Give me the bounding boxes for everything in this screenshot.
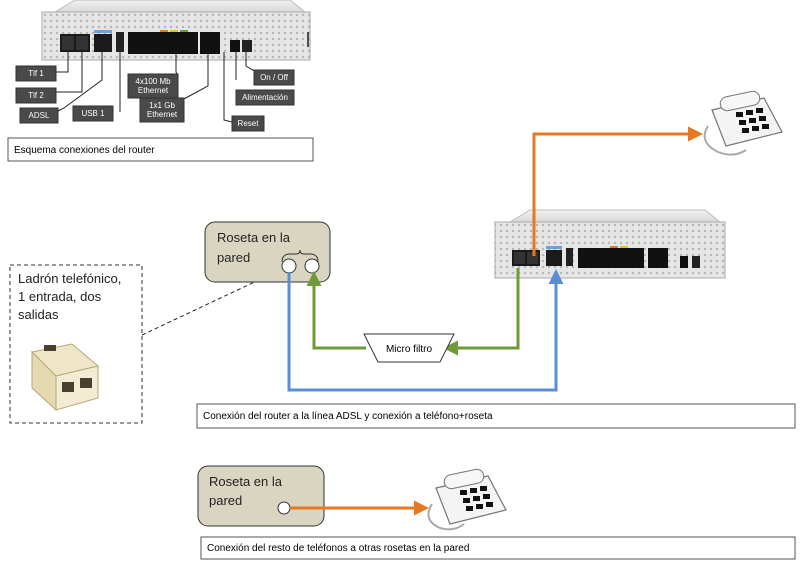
other-phones-caption: Conexión del resto de teléfonos a otras … bbox=[200, 536, 796, 560]
usb-port bbox=[116, 32, 124, 52]
svg-text:Roseta en la: Roseta en la bbox=[217, 230, 291, 245]
wall-socket-other: Roseta en la pared bbox=[197, 465, 325, 527]
phone-cable bbox=[532, 126, 703, 256]
filter-cable-to-socket bbox=[306, 271, 366, 350]
svg-text:pared: pared bbox=[217, 250, 250, 265]
svg-text:Tlf 1: Tlf 1 bbox=[28, 69, 44, 78]
svg-text:On / Off: On / Off bbox=[260, 73, 289, 82]
power-switch bbox=[242, 40, 252, 52]
label-reset: Reset bbox=[231, 115, 265, 132]
svg-text:salidas: salidas bbox=[18, 307, 59, 322]
label-tlf2: Tlf 2 bbox=[15, 87, 57, 104]
router-leader-lines bbox=[46, 52, 257, 123]
label-usb1: USB 1 bbox=[72, 105, 114, 122]
label-adsl: ADSL bbox=[19, 107, 59, 124]
telephone-icon-bottom bbox=[427, 468, 507, 531]
router-schema-illustration bbox=[41, 0, 311, 61]
svg-text:Conexión del router a la línea: Conexión del router a la línea ADSL y co… bbox=[203, 411, 493, 422]
ethernet-1g-port bbox=[200, 32, 220, 54]
label-ethernet-1g: 1x1 Gb Ethernet bbox=[139, 97, 185, 123]
svg-text:Ladrón telefónico,: Ladrón telefónico, bbox=[18, 271, 121, 286]
router-schema-caption: Esquema conexiones del router bbox=[7, 137, 314, 162]
label-power: Alimentación bbox=[235, 89, 295, 106]
power-connector bbox=[230, 40, 240, 52]
adsl-section-caption: Conexión del router a la línea ADSL y co… bbox=[196, 403, 796, 429]
svg-text:Esquema conexiones del router: Esquema conexiones del router bbox=[14, 145, 155, 156]
svg-text:1x1 Gb: 1x1 Gb bbox=[149, 101, 175, 110]
router-illustration bbox=[494, 209, 726, 279]
svg-text:4x100 Mb: 4x100 Mb bbox=[135, 77, 171, 86]
adsl-port bbox=[94, 34, 112, 52]
label-tlf1: Tlf 1 bbox=[15, 65, 57, 82]
label-ethernet-100: 4x100 Mb Ethernet bbox=[127, 73, 179, 99]
filter-cable-to-router bbox=[443, 268, 520, 356]
svg-text:Reset: Reset bbox=[238, 119, 260, 128]
ethernet-100-ports bbox=[128, 32, 198, 54]
adsl-cable bbox=[287, 269, 564, 392]
svg-text:ADSL: ADSL bbox=[29, 111, 50, 120]
micro-filter: Micro filtro bbox=[363, 333, 455, 363]
label-on-off: On / Off bbox=[253, 69, 295, 86]
phone-splitter-icon bbox=[30, 343, 100, 412]
svg-text:USB 1: USB 1 bbox=[81, 109, 105, 118]
svg-text:Conexión del resto de teléfono: Conexión del resto de teléfonos a otras … bbox=[207, 543, 469, 554]
svg-text:1 entrada, dos: 1 entrada, dos bbox=[18, 289, 102, 304]
svg-text:Micro filtro: Micro filtro bbox=[386, 344, 433, 355]
svg-text:Roseta en la: Roseta en la bbox=[209, 474, 283, 489]
svg-text:Tlf 2: Tlf 2 bbox=[28, 91, 44, 100]
svg-text:pared: pared bbox=[209, 493, 242, 508]
svg-text:Ethernet: Ethernet bbox=[147, 110, 178, 119]
svg-text:Alimentación: Alimentación bbox=[242, 93, 288, 102]
svg-text:Ethernet: Ethernet bbox=[138, 86, 169, 95]
router-port-labels: Tlf 1 Tlf 2 ADSL USB 1 4x100 Mb Ethernet… bbox=[15, 65, 295, 132]
telephone-icon bbox=[703, 90, 783, 156]
wall-socket-adsl: Roseta en la pared bbox=[204, 221, 331, 283]
